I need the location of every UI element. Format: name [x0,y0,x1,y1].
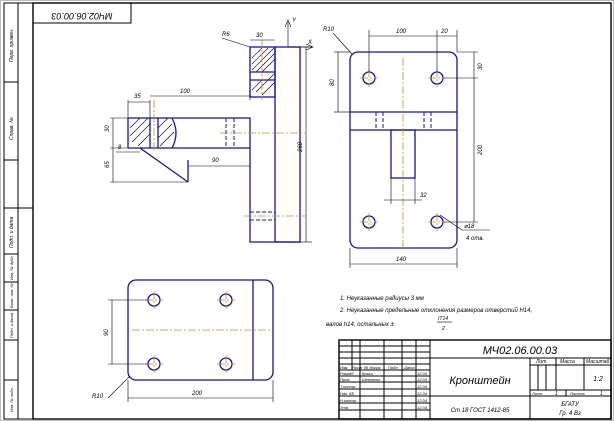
dim-100-right: 100 [396,29,407,35]
dim-90-bottom: 90 [104,329,110,336]
axis-label-x: X [307,40,313,46]
dim-140: 140 [396,257,407,263]
row-date-1: 12.04 [417,377,428,382]
col-header-scale: Масштаб [586,359,610,365]
strip-label-sign-date-2: Подп. и дата [9,312,14,338]
row-date-0: 12.04 [417,371,428,376]
strip-label-dup-inv: Инв. № дубл. [9,255,14,280]
col-header-lit: Лит. [535,359,548,365]
row-role-0: Разраб. [340,371,354,376]
dim-30-top: 30 [256,33,263,39]
top-view: 90 R10 200 [92,279,274,402]
strip-label-orig-inv: Инв. № подл. [9,387,14,412]
header-cell-docno: № докум. [364,365,382,370]
dim-200-bottom: 200 [191,391,203,397]
dim-260: 260 [298,141,304,153]
row-role-3: Нач. КБ [340,391,354,396]
axis-label-y: Y [292,18,297,24]
title-designation: МЧ02.06.00.03 [483,345,558,357]
sheet-no: 1 [555,391,558,397]
dim-65: 65 [105,161,111,168]
header-cell-change: Изм. [340,365,349,370]
dim-20: 20 [440,29,448,35]
sheets-no: 1 [600,391,603,397]
sheets-label: Листов [569,391,585,396]
dim-8: 8 [118,145,122,151]
front-view: Y X R6 30 35 100 30 65 8 90 260 [105,18,314,243]
dim-r10-top: R10 [323,27,335,33]
dim-80: 80 [330,79,336,86]
dim-30-left: 30 [105,125,111,132]
dim-35: 35 [134,94,141,100]
strip-label-ref-no: Справ. № [9,117,15,140]
group-name: Гр. 4 Вз [559,411,581,417]
strip-label-sign-date-1: Подп. и дата [9,216,15,248]
row-role-1: Пров. [340,377,351,382]
dim-90-left: 90 [212,158,219,164]
dim-r6: R6 [222,32,230,38]
dim-100-left: 100 [180,89,191,95]
strip-label-repl-inv: Взам. инв. № [9,283,14,308]
technical-notes: 1. Неуказанные радиусы 3 мм 2. Неуказанн… [326,296,532,332]
col-header-mass: Масса [560,359,575,365]
note-line-1: 1. Неуказанные радиусы 3 мм [340,296,424,302]
note-line-3: валов h14, остальных ± [326,322,395,328]
row-date-3: 12.04 [417,391,428,396]
dim-200-right: 200 [478,144,484,156]
side-view: R10 100 20 80 30 200 32 ⌀18 4 отв. 140 [323,27,490,268]
row-role-4: Н.контр. [340,398,357,403]
part-name: Кронштейн [449,375,510,387]
row-date-2: 12.04 [417,384,428,389]
row-date-4: 12.04 [417,398,428,403]
row-name-1: Шевченко [362,377,381,382]
strip-label-first-use: Перв. примен. [9,29,15,62]
material: Ст 18 ГОСТ 1412-85 [451,408,510,414]
dim-phi18: ⌀18 [464,224,475,230]
note-fraction-bottom: 2 [441,326,445,332]
row-name-0: Крыш [362,371,374,376]
title-block: МЧ02.06.00.03 Изм. Лист № докум. Подп. Д… [338,339,612,420]
note-line-2: 2. Неуказанные предельные отклонения раз… [339,307,532,314]
header-cell-sheet: Лист [351,365,363,370]
row-date-5: 12.04 [417,405,428,410]
sheet-label: Лист [531,391,543,396]
side-strip: Перв. примен. Справ. № Подп. и дата Инв.… [3,2,34,420]
row-role-2: Т.контр. [340,384,356,389]
row-role-5: Утв. [340,405,349,410]
dim-holes-count: 4 отв. [466,236,484,242]
doc-code-box: МЧ02.06.00.03 [32,2,132,24]
note-fraction-top: IT14 [438,316,448,322]
org-name: БГАТУ [561,402,580,408]
header-cell-sign: Подп. [388,365,399,370]
dim-r10-bottom: R10 [92,394,104,400]
doc-code-rotated: МЧ02.06.00.03 [52,11,113,21]
dim-30-right: 30 [478,63,484,70]
dim-32: 32 [420,193,427,199]
scale-value: 1:2 [593,376,603,383]
header-cell-date: Дата [403,365,415,370]
